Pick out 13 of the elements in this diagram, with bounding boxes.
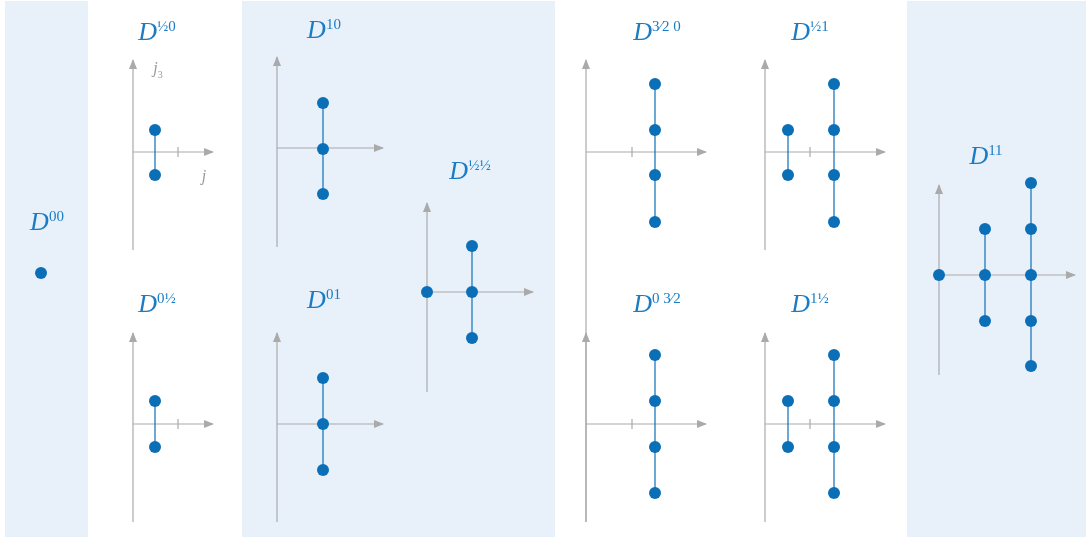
representation-label: D$^{½1}$ — [791, 18, 829, 46]
axis-label: j$_{3}$ — [153, 60, 163, 80]
representation-label: D$^{11}$ — [969, 142, 1003, 170]
representation-label: D$^{½0}$ — [138, 18, 176, 46]
representation-label: D$^{10}$ — [307, 16, 341, 44]
representation-label: D$^{½½}$ — [449, 157, 491, 185]
representation-label: D$^{0½}$ — [138, 290, 176, 318]
representation-label: D$^{3⁄2 0}$ — [633, 18, 681, 46]
representation-label: D$^{01}$ — [307, 286, 341, 314]
representation-label: D$^{1½}$ — [791, 290, 829, 318]
representation-label: D$^{0 3⁄2}$ — [633, 290, 681, 318]
axis-label: j — [201, 168, 207, 184]
representation-label: D$^{00}$ — [30, 208, 64, 236]
